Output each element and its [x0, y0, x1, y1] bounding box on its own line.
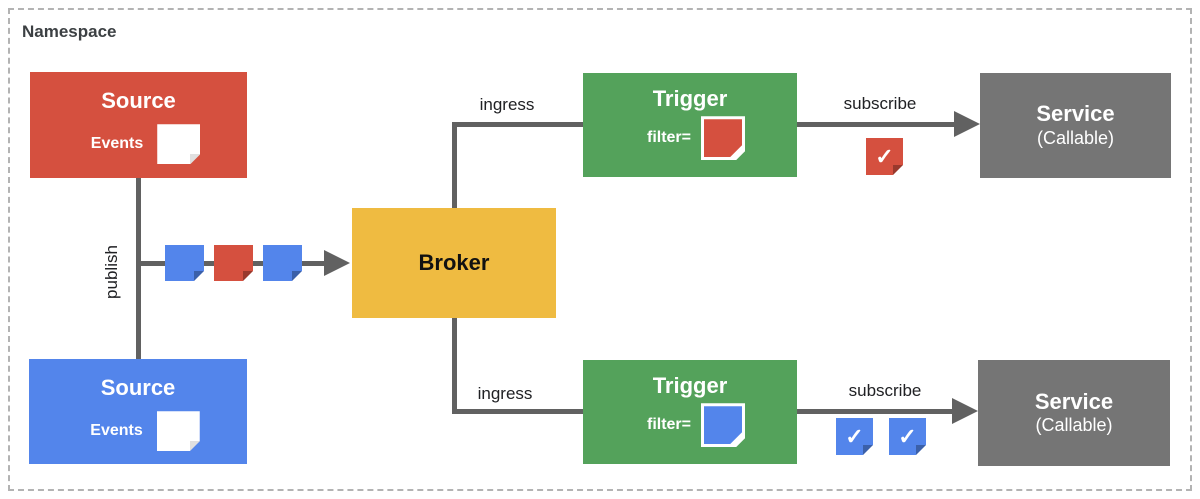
trigger-top-title: Trigger: [652, 86, 728, 111]
source-bottom-events-row: Events: [90, 411, 199, 451]
broker-title: Broker: [418, 249, 490, 275]
source-top-title: Source: [101, 88, 176, 113]
service-bottom-subtitle: (Callable): [1035, 415, 1113, 436]
wire-event-blue-icon: [263, 245, 302, 281]
service-top-subtitle: (Callable): [1036, 127, 1115, 148]
broker-node: Broker: [352, 208, 556, 318]
namespace-label: Namespace: [22, 22, 117, 41]
subscribe-top-edge-label: subscribe: [843, 94, 917, 113]
events-label: Events: [90, 135, 144, 153]
publish-edge-label: publish: [102, 245, 121, 299]
ingress-bottom-line-horizontal: [452, 409, 583, 414]
source-top-events-row: Events: [91, 124, 200, 164]
subscribe-top-arrowhead-icon: [954, 111, 980, 137]
event-document-icon: [157, 411, 200, 451]
trigger-bottom-filter-row: filter=: [647, 403, 745, 447]
delivered-event-red-check-icon: ✓: [866, 138, 903, 175]
filter-event-red-icon: [701, 116, 745, 160]
ingress-bottom-edge-label: ingress: [477, 384, 533, 403]
wire-event-red-icon: [214, 245, 253, 281]
trigger-top-filter-row: filter=: [647, 116, 745, 160]
trigger-bottom-title: Trigger: [652, 373, 728, 398]
filter-event-blue-icon: [701, 403, 745, 447]
event-document-icon: [157, 124, 200, 164]
ingress-top-line-vertical: [452, 122, 457, 208]
subscribe-bottom-arrowhead-icon: [952, 398, 978, 424]
delivered-event-blue-check-icon: ✓: [836, 418, 873, 455]
source-node-top: Source Events: [30, 72, 247, 178]
ingress-top-line-horizontal: [452, 122, 583, 127]
source-node-bottom: Source Events: [29, 359, 247, 464]
source-bottom-title: Source: [100, 375, 176, 400]
filter-label: filter=: [646, 129, 691, 147]
service-top-title: Service: [1036, 101, 1115, 127]
publish-arrowhead-icon: [324, 250, 350, 276]
service-bottom-title: Service: [1034, 388, 1114, 414]
wire-event-blue-icon: [165, 245, 204, 281]
ingress-top-edge-label: ingress: [479, 95, 535, 114]
events-label: Events: [90, 422, 143, 440]
service-node-bottom: Service (Callable): [978, 360, 1170, 466]
subscribe-bottom-edge-label: subscribe: [848, 381, 922, 400]
service-node-top: Service (Callable): [980, 73, 1171, 178]
publish-line-vertical: [136, 178, 141, 360]
trigger-node-top: Trigger filter=: [583, 73, 797, 177]
delivered-event-blue-check-icon: ✓: [889, 418, 926, 455]
subscribe-top-line: [797, 122, 955, 127]
namespace-boundary: [8, 8, 1192, 491]
filter-label: filter=: [646, 416, 691, 434]
trigger-node-bottom: Trigger filter=: [583, 360, 797, 464]
ingress-bottom-line-vertical: [452, 318, 457, 414]
subscribe-bottom-line: [797, 409, 953, 414]
